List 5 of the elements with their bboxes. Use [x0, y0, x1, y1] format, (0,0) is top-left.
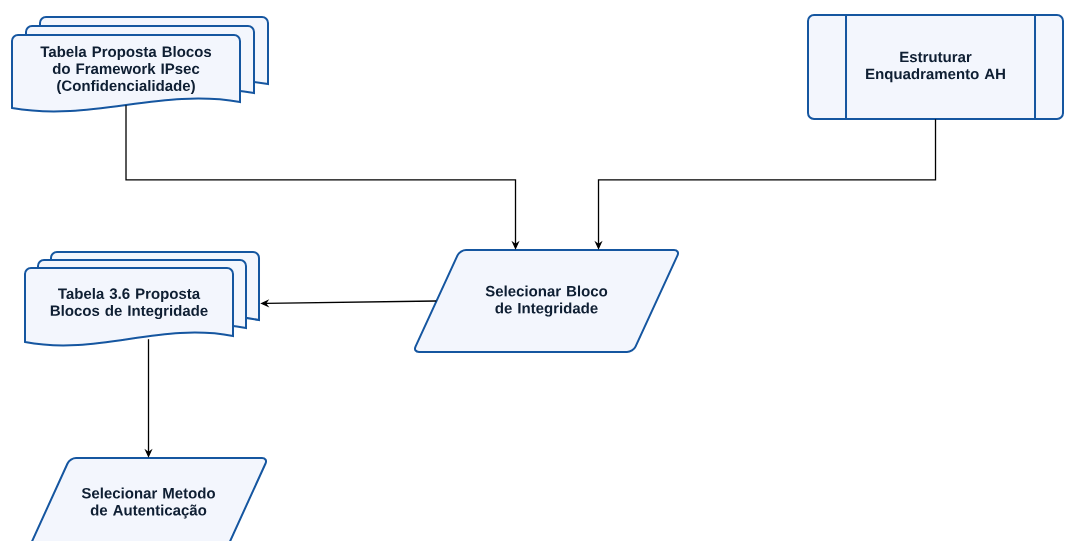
predefined-process-box: Estruturar Enquadramento AH	[807, 14, 1064, 120]
process-parallelogram: Selecionar Bloco de Integridade	[414, 249, 679, 353]
document-stack: Tabela Proposta Blocos do Framework IPsec (Confidencialidade)	[11, 16, 269, 113]
document-stack: Tabela 3.6 Proposta Blocos de Integridade	[24, 251, 260, 347]
process-parallelogram: Selecionar Metodo de Autenticação	[30, 457, 267, 541]
